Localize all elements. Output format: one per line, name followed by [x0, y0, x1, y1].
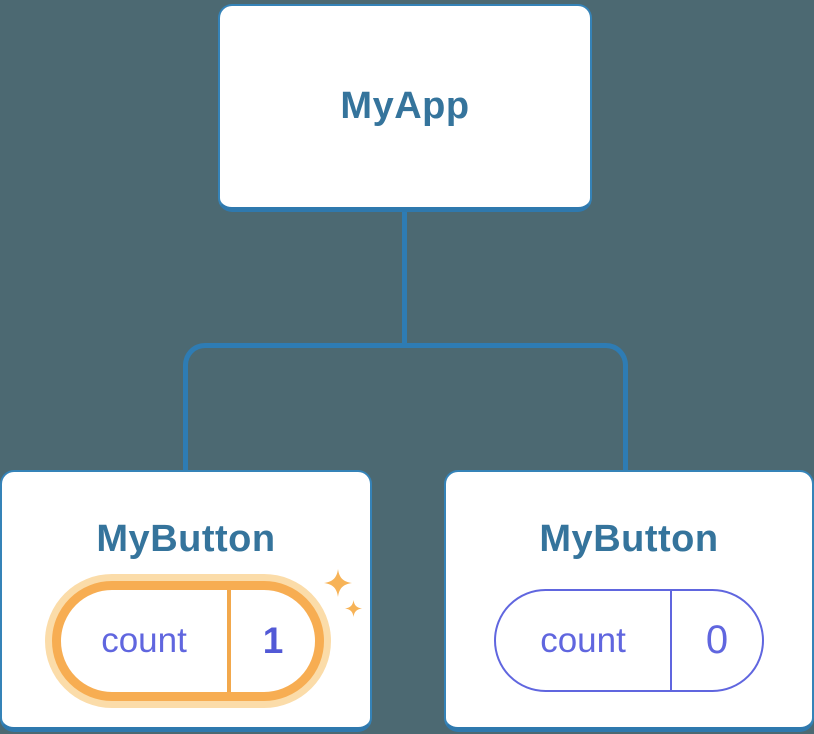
tree-node-mybutton-right: MyButton count 0: [444, 470, 814, 732]
state-pill-highlighted: count 1: [52, 581, 324, 701]
tree-node-mybutton-left: MyButton count 1: [0, 470, 372, 732]
tree-node-myapp: MyApp: [218, 4, 592, 212]
pill-divider: [227, 590, 231, 692]
state-value: 0: [705, 618, 729, 662]
sparkle-icon: [345, 600, 362, 617]
node-title-mybutton-right: MyButton: [539, 518, 719, 560]
state-key-label: count: [101, 621, 187, 660]
connector-bracket: [183, 343, 628, 470]
pill-divider: [670, 591, 672, 690]
sparkle-icon: [324, 569, 352, 597]
state-pill: count 0: [494, 589, 764, 692]
state-key-label: count: [540, 620, 626, 660]
node-title-mybutton-left: MyButton: [96, 518, 276, 560]
state-value: 1: [262, 620, 284, 661]
connector-stem: [402, 212, 407, 346]
node-title-myapp: MyApp: [340, 85, 470, 127]
